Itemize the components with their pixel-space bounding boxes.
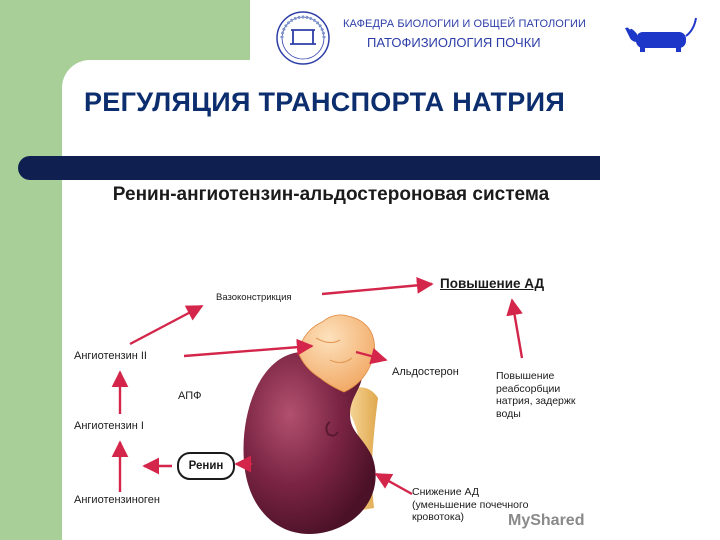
university-logo-icon xyxy=(276,11,330,65)
myshared-watermark: MyShared xyxy=(508,512,585,529)
dachshund-mascot-icon xyxy=(625,17,697,52)
label-ace: АПФ xyxy=(178,390,202,402)
left-green-strip xyxy=(0,0,62,540)
label-angiotensin-2: Ангиотензин II xyxy=(74,350,147,362)
kidney-shape xyxy=(243,349,376,535)
department-name: КАФЕДРА БИОЛОГИИ И ОБЩЕЙ ПАТОЛОГИИ xyxy=(343,18,587,30)
label-angiotensin-1: Ангиотензин I xyxy=(74,420,144,432)
subject-name: ПАТОФИЗИОЛОГИЯ ПОЧКИ xyxy=(367,35,541,50)
title-divider-bar xyxy=(18,156,600,180)
label-bp-decrease: Снижение АД (уменьшение почечного кровот… xyxy=(412,486,529,523)
label-reabsorption: Повышение реабсорбции натрия, задержк во… xyxy=(496,370,576,420)
label-angiotensinogen: Ангиотензиноген xyxy=(74,494,160,506)
slide-content-area xyxy=(62,60,720,540)
label-bp-increase: Повышение АД xyxy=(440,276,545,291)
slide-title: РЕГУЛЯЦИЯ ТРАНСПОРТА НАТРИЯ xyxy=(84,87,566,117)
diagram-heading: Ренин-ангиотензин-альдостероновая систем… xyxy=(112,184,550,205)
label-aldosterone: Альдостерон xyxy=(392,366,459,378)
label-vasoconstriction: Вазоконстрикция xyxy=(216,292,292,303)
renin-box: Ренин xyxy=(177,452,235,480)
